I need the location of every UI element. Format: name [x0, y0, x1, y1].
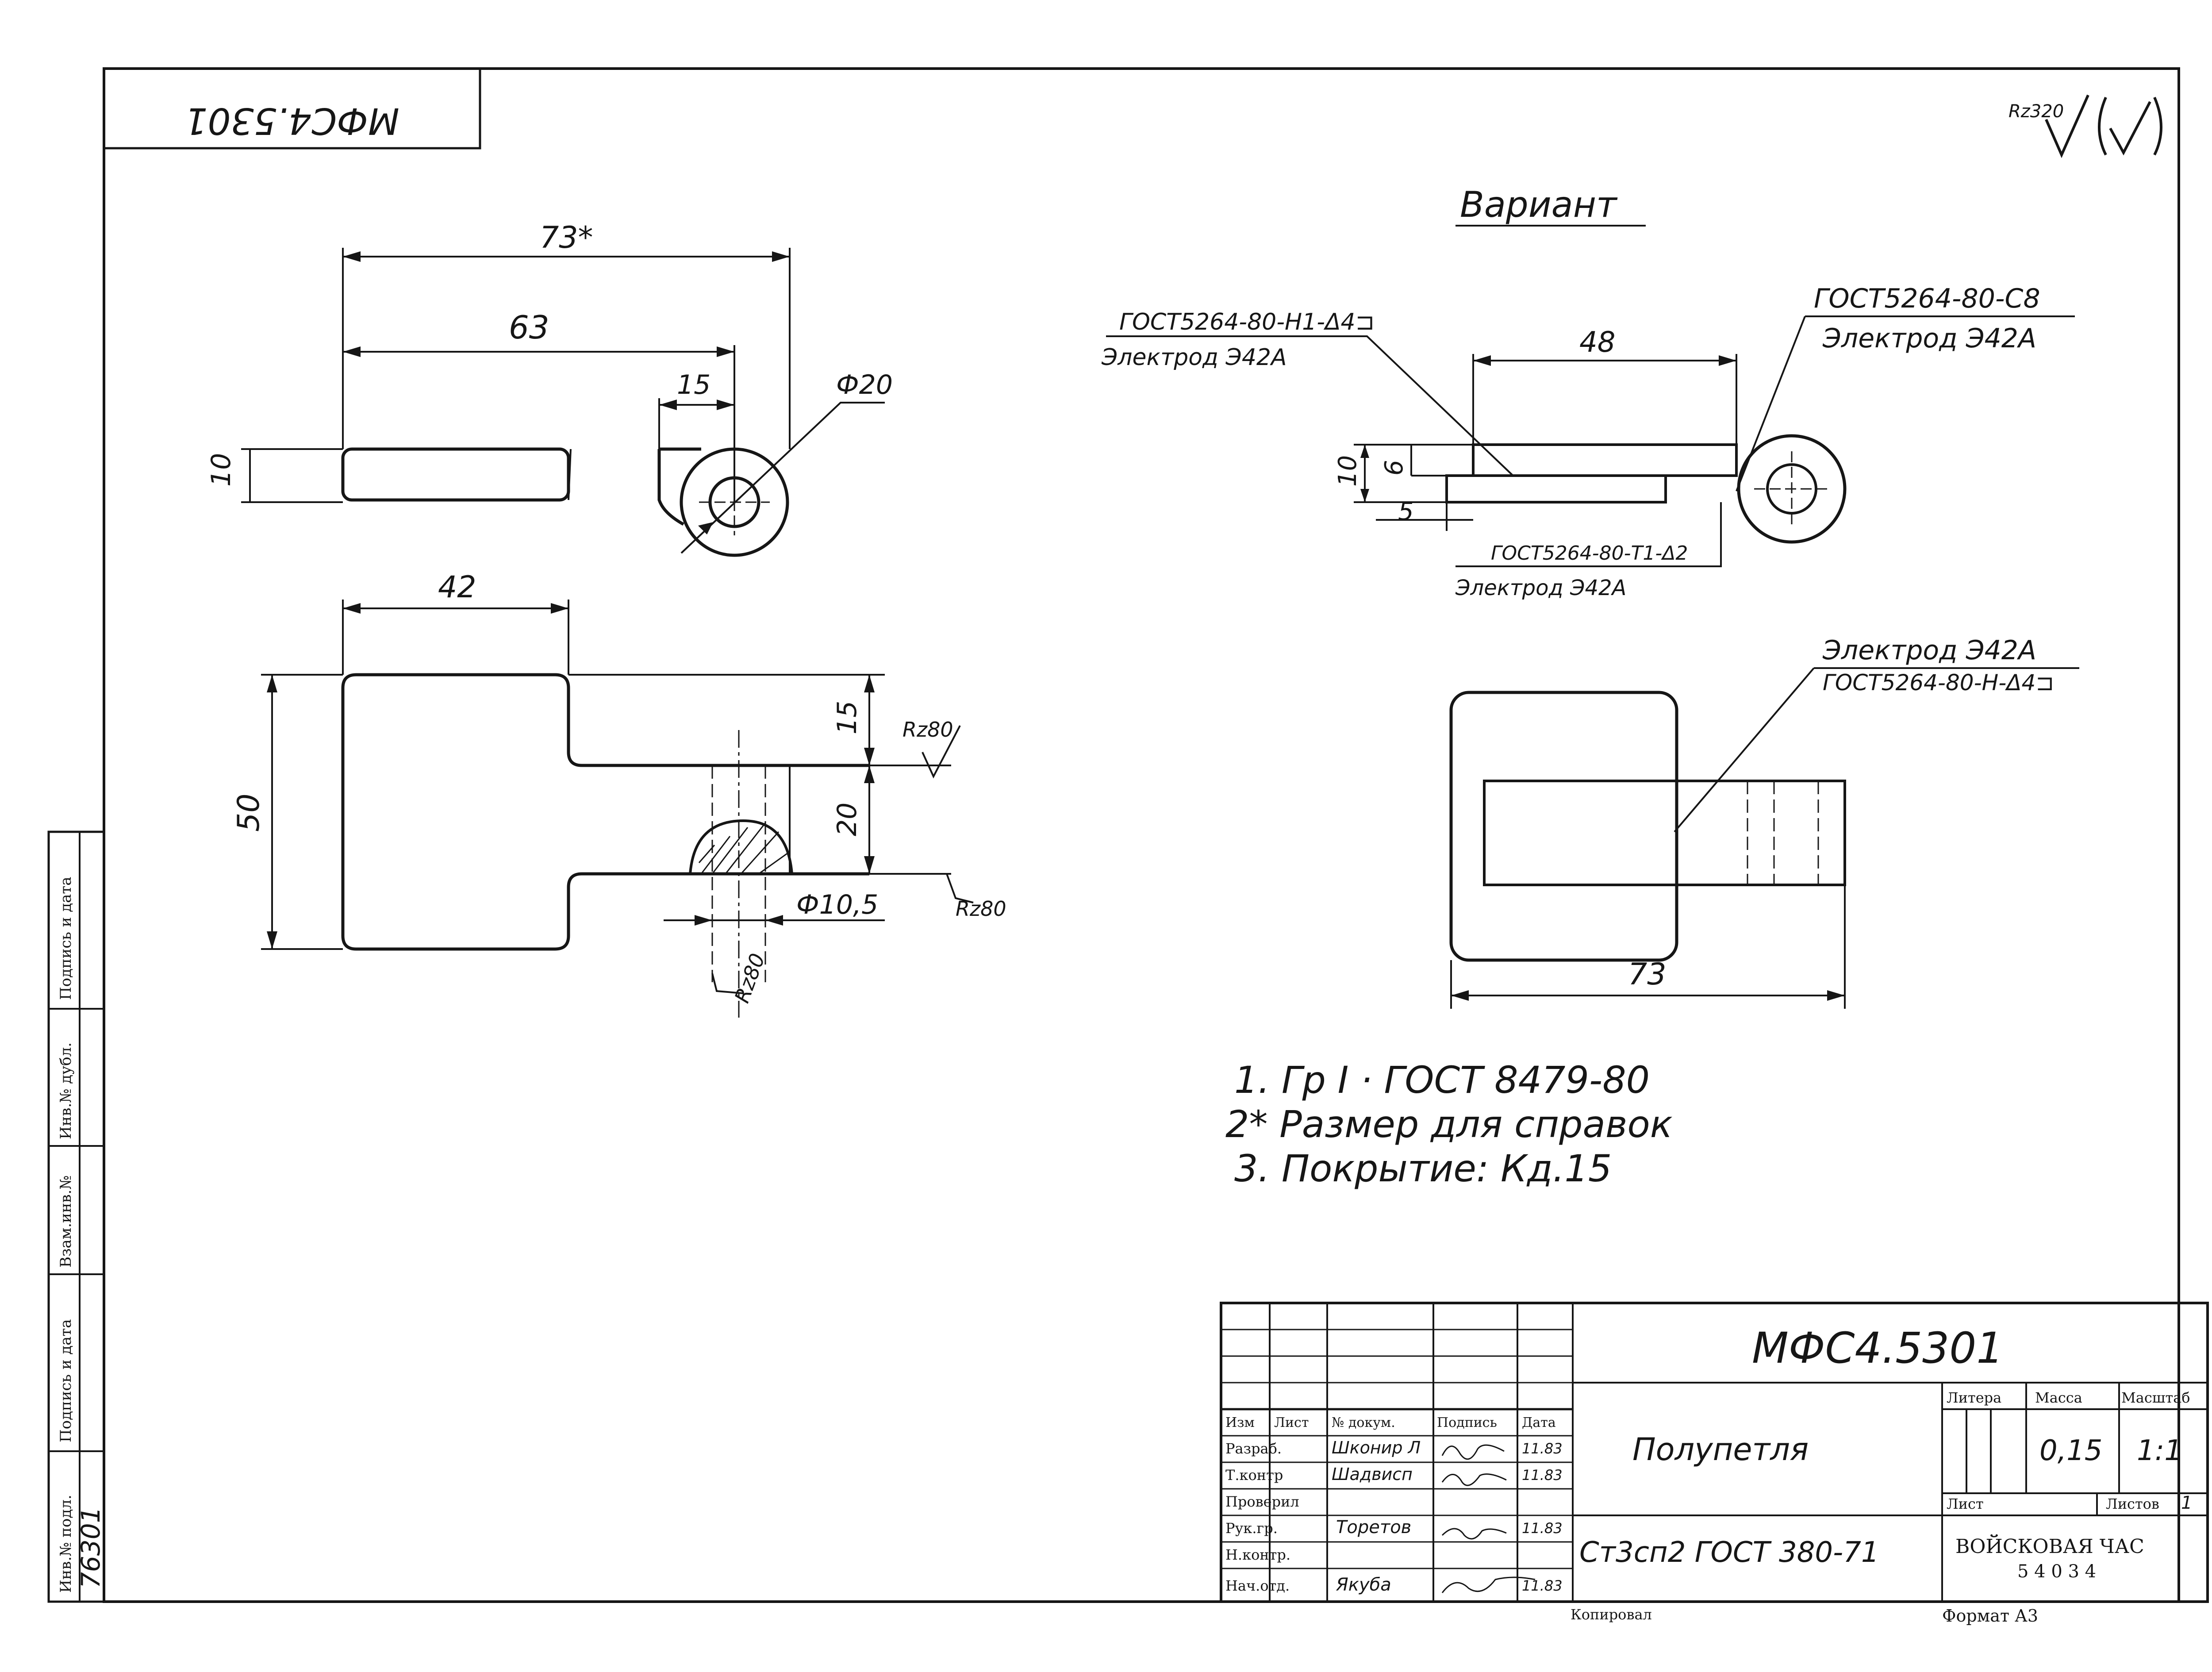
view-plan-part: [341, 673, 869, 1018]
note-1: 1. Гр I · ГОСТ 8479-80: [1234, 1058, 1650, 1102]
tb-material: Ст3сп2 ГОСТ 380-71: [1579, 1536, 1879, 1569]
note-2: 2* Размер для справок: [1225, 1103, 1673, 1146]
weld-bottom-standard: ГОСТ5264-80-Т1-Δ2: [1491, 542, 1688, 565]
variant-plan-part: [1449, 691, 1846, 962]
weld-right-standard: ГОСТ5264-80-С8: [1814, 283, 2040, 314]
dim-50: 50: [231, 793, 266, 832]
title-block: [1220, 1302, 2209, 1603]
tb-org-line1: ВОЙСКОВАЯ ЧАС: [1955, 1534, 2144, 1558]
weld-bottom-electrode: Электрод Э42А: [1455, 576, 1626, 600]
tb-sheets-value: 1: [2181, 1493, 2192, 1513]
strip-label-inv-dubl: Инв.№ дубл.: [57, 1042, 75, 1139]
side-strip: [47, 830, 105, 1603]
rough-rz80-1: Rz80: [902, 718, 953, 742]
general-roughness: Rz320: [2008, 94, 2162, 158]
tb-role-nachotd: Нач.отд.: [1225, 1577, 1290, 1594]
tb-scale-value: 1:1: [2137, 1434, 2182, 1467]
weld-left-electrode: Электрод Э42А: [1101, 344, 1287, 371]
note-3: 3. Покрытие: Кд.15: [1234, 1147, 1612, 1190]
dim-hole-20: Ф20: [836, 369, 893, 400]
dim-73-variant: 73: [1628, 957, 1667, 992]
tb-part-name: Полупетля: [1632, 1431, 1809, 1468]
tb-designation: МФС4.5301: [1752, 1323, 2003, 1373]
tb-date-razrab: 11.83: [1522, 1440, 1563, 1457]
dim-15-top: 15: [677, 369, 710, 400]
tb-signatures: [1441, 1444, 1536, 1593]
variant-side-part: [1445, 434, 1847, 544]
tb-col-sign: Подпись: [1437, 1415, 1497, 1430]
tb-sheet-label: Лист: [1947, 1495, 1984, 1512]
dim-hole-10-5: Ф10,5: [796, 889, 878, 920]
tb-col-date: Дата: [1522, 1415, 1556, 1430]
tb-name-rukgr: Торетов: [1336, 1517, 1411, 1537]
strip-label-sign-date-top: Подпись и дата: [57, 877, 75, 1000]
tb-col-list: Лист: [1274, 1415, 1309, 1430]
roughness-text: Rz320: [2008, 101, 2064, 122]
tb-col-doc: № докум.: [1332, 1415, 1395, 1430]
view-top-part: [341, 447, 789, 557]
weld-right-electrode: Электрод Э42А: [1822, 323, 2036, 354]
tb-col-izm: Изм: [1225, 1415, 1255, 1430]
view-plan-dimensions: 42 50 15 20 Ф10,5 Rz80 Rz80 Rz80: [231, 570, 1006, 1006]
weld-plan-standard: ГОСТ5264-80-Н-Δ4⊐: [1823, 670, 2054, 696]
variant-side-dimensions: 48 10 6 5: [1333, 326, 1737, 531]
dim-42: 42: [438, 570, 476, 605]
strip-label-sign-date-bottom: Подпись и дата: [57, 1319, 75, 1443]
tb-role-nkontr: Н.контр.: [1225, 1546, 1290, 1563]
tb-date-tkontr: 11.83: [1522, 1467, 1563, 1484]
dim-5-variant: 5: [1398, 497, 1414, 526]
weld-left-standard: ГОСТ5264-80-Н1-Δ4⊐: [1119, 309, 1375, 335]
dim-15-plan: 15: [832, 701, 863, 734]
tb-copied-label: Копировал: [1571, 1606, 1652, 1623]
dim-10-variant: 10: [1333, 455, 1362, 487]
dim-73-star: 73*: [540, 220, 593, 255]
rough-rz80-2: Rz80: [956, 897, 1006, 921]
tb-sheets-label: Листов: [2106, 1495, 2159, 1512]
dim-48: 48: [1579, 326, 1615, 359]
mirrored-code: МФС4.5301: [184, 100, 399, 142]
variant-side-weld-callouts: ГОСТ5264-80-Н1-Δ4⊐ Электрод Э42А ГОСТ526…: [1101, 283, 2075, 600]
tb-org-line2: 5 4 0 3 4: [2017, 1561, 2096, 1582]
tb-role-rukgr: Рук.гр.: [1225, 1520, 1278, 1537]
tb-role-tkontr: Т.контр: [1225, 1467, 1283, 1484]
tb-mass-label: Масса: [2035, 1389, 2082, 1406]
technical-notes: 1. Гр I · ГОСТ 8479-80 2* Размер для спр…: [1225, 1058, 1673, 1190]
tb-format-label: Формат А3: [1942, 1606, 2038, 1626]
strip-inv-number: 76301: [76, 1507, 106, 1588]
tb-mass-value: 0,15: [2039, 1434, 2103, 1467]
tb-date-nachotd: 11.83: [1522, 1577, 1563, 1594]
tb-name-nachotd: Якуба: [1336, 1575, 1391, 1595]
tb-name-tkontr: Шадвисп: [1332, 1464, 1413, 1484]
dim-6-variant: 6: [1380, 460, 1409, 476]
rough-rz80-3: Rz80: [730, 950, 770, 1006]
dim-10-top: 10: [206, 453, 237, 487]
view-top-dimensions: 73* 63 15 10 Ф20: [206, 220, 893, 554]
tb-name-razrab: Шконир Л: [1332, 1438, 1421, 1457]
tb-role-razrab: Разраб.: [1225, 1440, 1282, 1457]
strip-label-vzam-inv: Взам.инв.№: [57, 1176, 75, 1268]
tb-litera-label: Литера: [1947, 1389, 2001, 1406]
weld-plan-electrode: Электрод Э42А: [1822, 635, 2036, 666]
dim-20-plan: 20: [832, 803, 863, 836]
tb-role-proveril: Проверил: [1225, 1493, 1299, 1510]
dim-63: 63: [509, 309, 549, 346]
variant-plan-dimensions: 73 Электрод Э42А ГОСТ5264-80-Н-Δ4⊐: [1450, 635, 2079, 1009]
variant-title: Вариант: [1460, 184, 1618, 225]
tb-date-rukgr: 11.83: [1522, 1520, 1563, 1537]
strip-label-inv-podl: Инв.№ подл.: [57, 1495, 75, 1593]
tb-scale-label: Масштаб: [2121, 1389, 2190, 1406]
